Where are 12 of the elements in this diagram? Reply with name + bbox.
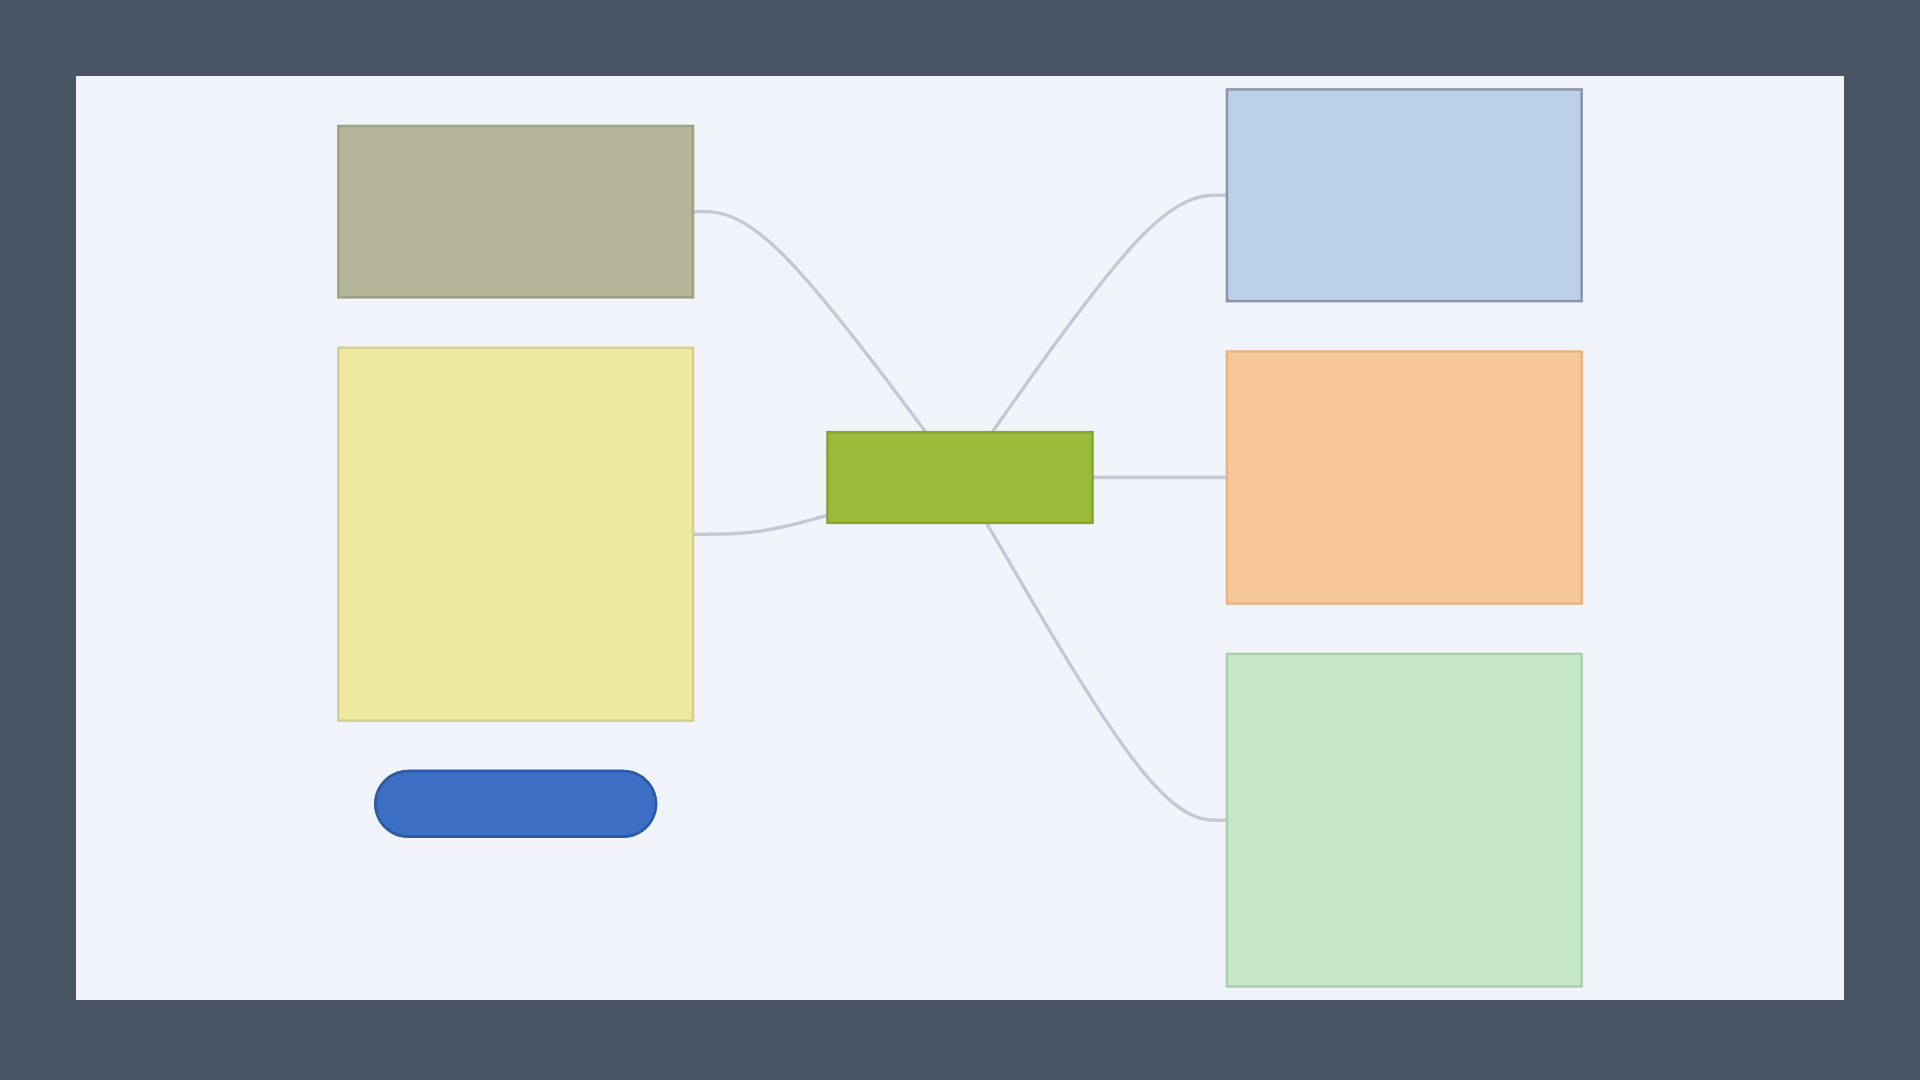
topic-bar bbox=[374, 769, 658, 838]
topic-box bbox=[337, 346, 695, 722]
topic-box bbox=[337, 124, 695, 299]
connector-line bbox=[990, 193, 1227, 434]
connector-line bbox=[1092, 475, 1227, 480]
topic-box bbox=[1225, 350, 1583, 605]
central-topic-box bbox=[826, 430, 1094, 525]
connector-line bbox=[693, 513, 828, 536]
topic-box bbox=[1225, 88, 1583, 303]
topic-box bbox=[1225, 652, 1583, 988]
connector-line bbox=[693, 210, 928, 434]
connector-line bbox=[985, 522, 1227, 822]
